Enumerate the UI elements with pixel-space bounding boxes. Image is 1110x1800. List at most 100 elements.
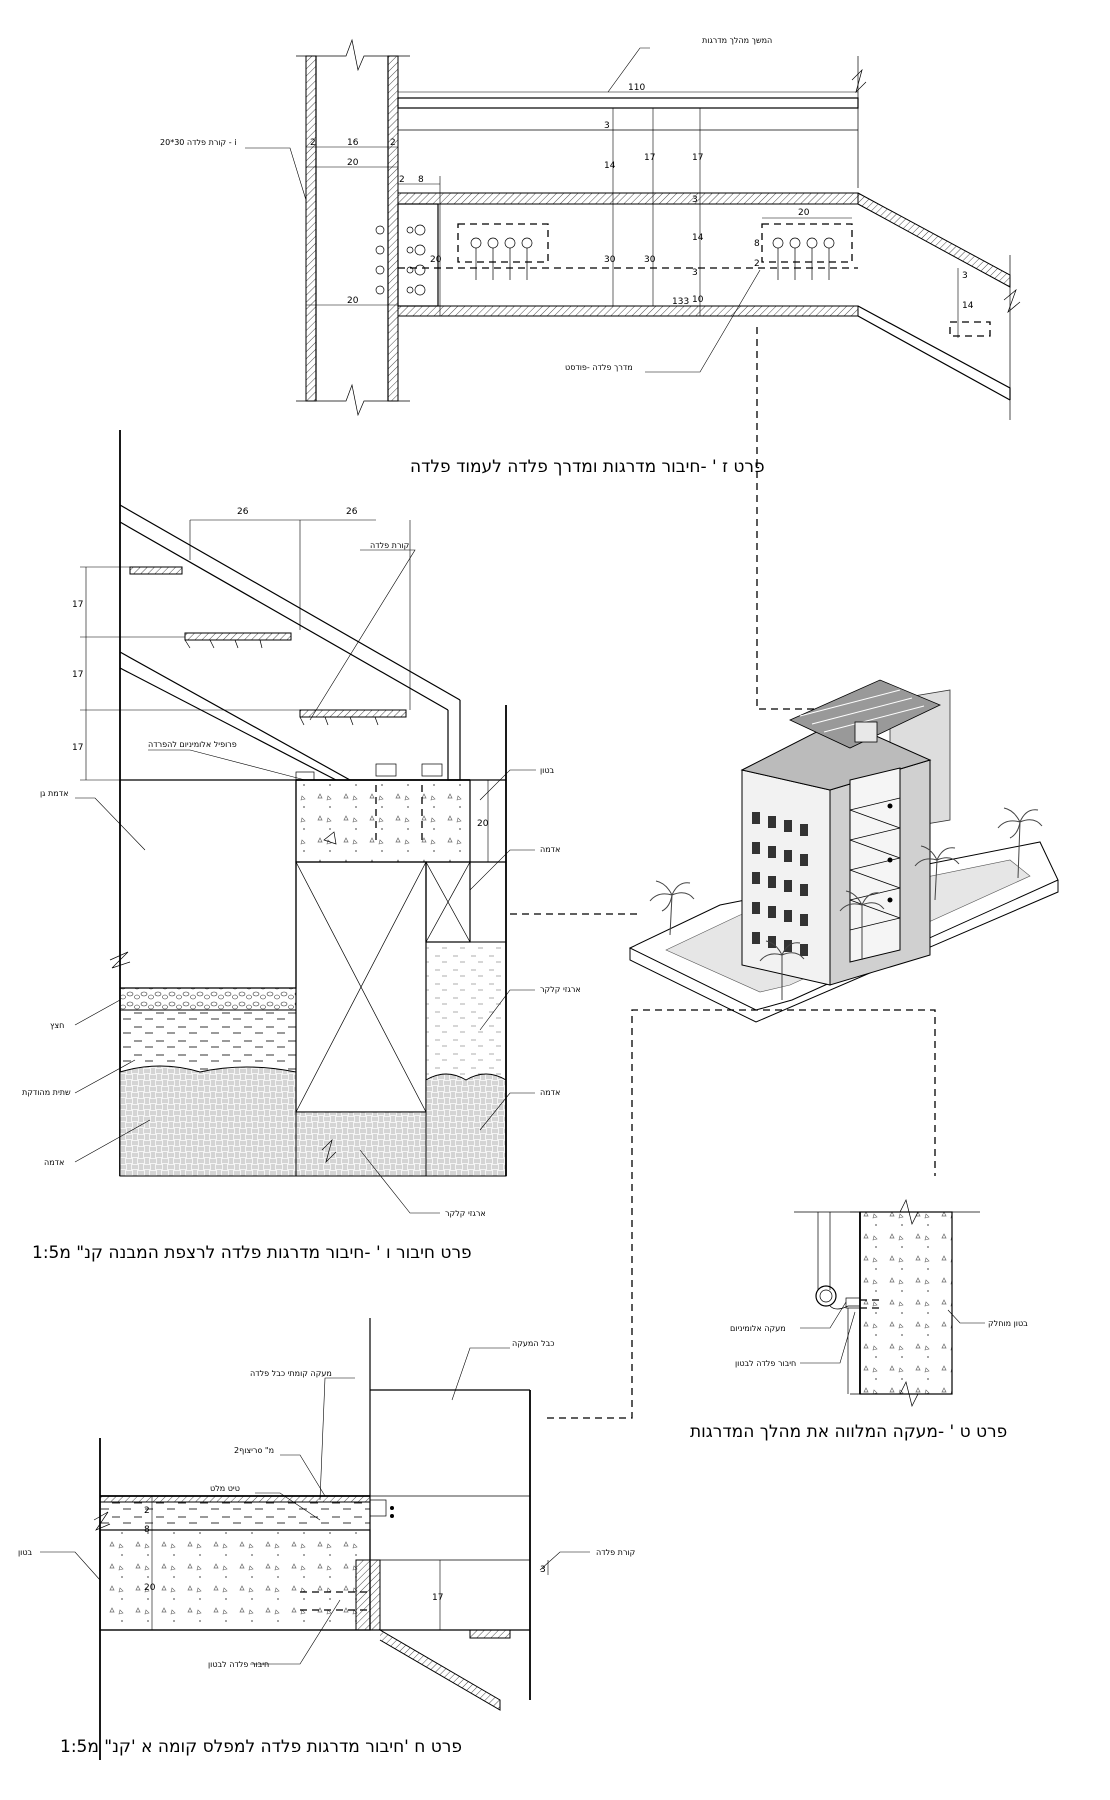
dim-17a: 17 [644,153,655,163]
dim-110: 110 [628,83,645,93]
caption-detail-v: פרט חיבור ו ' -חיבור מדרגות פלדה לרצפת ה… [32,1243,472,1263]
label-tiling: ריצוף2o "מ [234,1446,274,1455]
tread-3 [299,709,407,718]
dim-26a: 26 [237,507,249,517]
callout-connectors [510,327,936,1419]
detail-z-labels: המשך מהלך מדרגות קורת פלדה 30*20 - i מדר… [160,36,772,372]
detail-h-drawing [40,1318,590,1760]
dim-16: 16 [347,138,359,148]
dim-14a: 14 [604,161,616,171]
label-concrete-v: בטון [540,766,555,775]
label-steel-beam-v: קורת פלדה [370,541,410,550]
column-flange-right [387,55,399,402]
dim-14c: 14 [962,301,974,311]
dim-17h: 17 [432,1593,443,1603]
earth-layer-right [425,1073,507,1177]
detail-v-dimensions: 26 26 17 17 17 20 [72,507,489,829]
label-steel-to-concrete-h: חיבור פלדה לבטון [208,1660,269,1669]
palm-tree [997,807,1043,879]
mortar-layer [99,1501,371,1531]
detail-t-drawing [794,1198,985,1408]
dim-17c: 17 [72,743,83,753]
dim-2c: 2 [399,175,405,185]
label-railing-note: מעקה קומתי כבל פלדה [250,1369,332,1378]
bolt-group-2 [772,237,835,280]
building-axonometric [628,679,1059,1023]
caption-detail-h: פרט ח 'חיבור מדרגות פלדה למפלס קומה א 'ק… [60,1737,462,1757]
dim-2h: 2 [144,1506,150,1516]
dim-14b: 14 [692,233,704,243]
dim-20c: 20 [430,255,442,265]
label-soil-boxes2: ארגזי קלקר [445,1209,486,1218]
label-steel-beam-z: קורת פלדה 30*20 - i [160,138,236,147]
dim-20a: 20 [347,158,359,168]
label-soil-boxes: ארגזי קלקר [540,985,581,994]
bolt-group-plate [375,224,426,296]
dim-17b: 17 [72,670,83,680]
dim-8b: 8 [754,239,760,249]
dim-8h: 8 [144,1525,150,1535]
label-aluminum-profile: פרופיל אלומיניום להפרדה [148,740,237,749]
palm-tree [914,845,960,901]
label-aluminum-railing: מעקה אלומיניום [730,1324,786,1333]
break-mark-bottom [296,383,410,417]
caption-detail-z: פרט ז ' -חיבור מדרגות ומדרך פלדה לעמוד פ… [410,457,765,477]
label-concrete-h: בטון [18,1548,33,1557]
break-mark-top [296,38,410,72]
dim-2d: 2 [754,259,760,269]
dim-3d: 3 [962,271,968,281]
dim-2b: 2 [390,138,396,148]
palm-tree [839,890,885,960]
dim-2a: 2 [310,138,316,148]
bolt-box-1 [457,223,549,263]
dim-26b: 26 [346,507,358,517]
concrete-slab-h [99,1529,371,1631]
tread-1 [129,566,183,575]
caption-detail-t: פרט ט ' -מעקה המלווה את מהלך המדרגות [690,1422,1007,1442]
label-earth-left: אדמה [44,1158,64,1167]
bolt-group-1 [470,237,533,280]
label-landing-tread: מדרך פלדה -פודסט [565,363,633,372]
gravel-layer [119,987,297,1011]
label-stair-continuation: המשך מהלך מדרגות [702,36,772,45]
palm-tree [649,880,695,936]
dim-20d: 20 [798,208,810,218]
label-steel-beam-h: קורת פלדה [596,1548,636,1557]
dim-30b: 30 [644,255,656,265]
dim-8: 8 [418,175,424,185]
detail-t-labels: מעקה אלומיניום חיבור פלדה לבטון בטון מוח… [730,1319,1028,1368]
dim-3h: 3 [540,1565,546,1575]
label-exposed-concrete: בטון מוחלק [988,1319,1028,1328]
detail-z-dimensions: 110 16 2 2 20 20 2 8 3 14 17 17 3 20 20 … [310,83,974,311]
column-flange-left [305,55,317,402]
palm-tree [759,940,805,1000]
dim-10: 10 [692,295,704,305]
detail-v-labels: קורת פלדה פרופיל אלומיניום להפרדה בטון א… [22,541,581,1218]
label-mortar: טיט מלט [210,1484,240,1493]
beam-top-flange [397,192,859,205]
compacted-layer [119,1009,297,1073]
earth-layer-left [119,1065,297,1177]
dim-17b: 17 [692,153,703,163]
detail-h-dimensions: 2 8 20 3 17 [144,1506,546,1603]
detail-h-labels: כבל המעקה מעקה קומתי כבל פלדה ריצוף2o "מ… [18,1339,636,1669]
detail-v-drawing [74,430,536,1214]
dim-20h: 20 [144,1583,156,1593]
dim-30a: 30 [604,255,616,265]
label-compacted-layer: שתית מהודקת [22,1088,71,1097]
dim-20v: 20 [477,819,489,829]
beam-bottom-flange [397,305,859,317]
dim-133: 133 [672,297,689,307]
label-garden-soil: אדמת גן [40,789,68,798]
dim-3b: 3 [692,195,698,205]
concrete-wall-t [859,1211,953,1395]
label-steel-to-concrete-t: חיבור פלדה לבטון [735,1359,796,1368]
bolt-box-2 [761,223,853,263]
label-earth-right2: אדמה [540,1088,560,1097]
label-railing-cable: כבל המעקה [512,1339,555,1348]
dim-17a: 17 [72,600,83,610]
detail-z-drawing [245,38,1021,420]
tread-2 [184,632,292,641]
dim-3a: 3 [604,121,610,131]
